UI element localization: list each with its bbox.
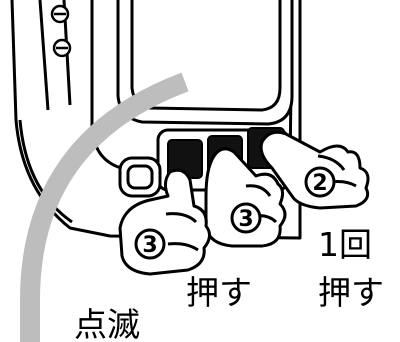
- badge-3-left-text: 3: [142, 233, 157, 258]
- label-once: 1回: [318, 225, 372, 264]
- blink-arrow: [20, 72, 189, 342]
- label-blink: 点滅: [74, 305, 140, 342]
- badge-2-text: 2: [312, 171, 327, 196]
- label-press-once: 押す: [318, 273, 384, 312]
- badge-3-left: [134, 228, 166, 260]
- label-press: 押す: [186, 273, 252, 312]
- badge-3-middle: [230, 202, 262, 234]
- side-screws: [50, 4, 72, 58]
- badge-2: [304, 166, 336, 198]
- badge-3-middle-text: 3: [238, 207, 253, 232]
